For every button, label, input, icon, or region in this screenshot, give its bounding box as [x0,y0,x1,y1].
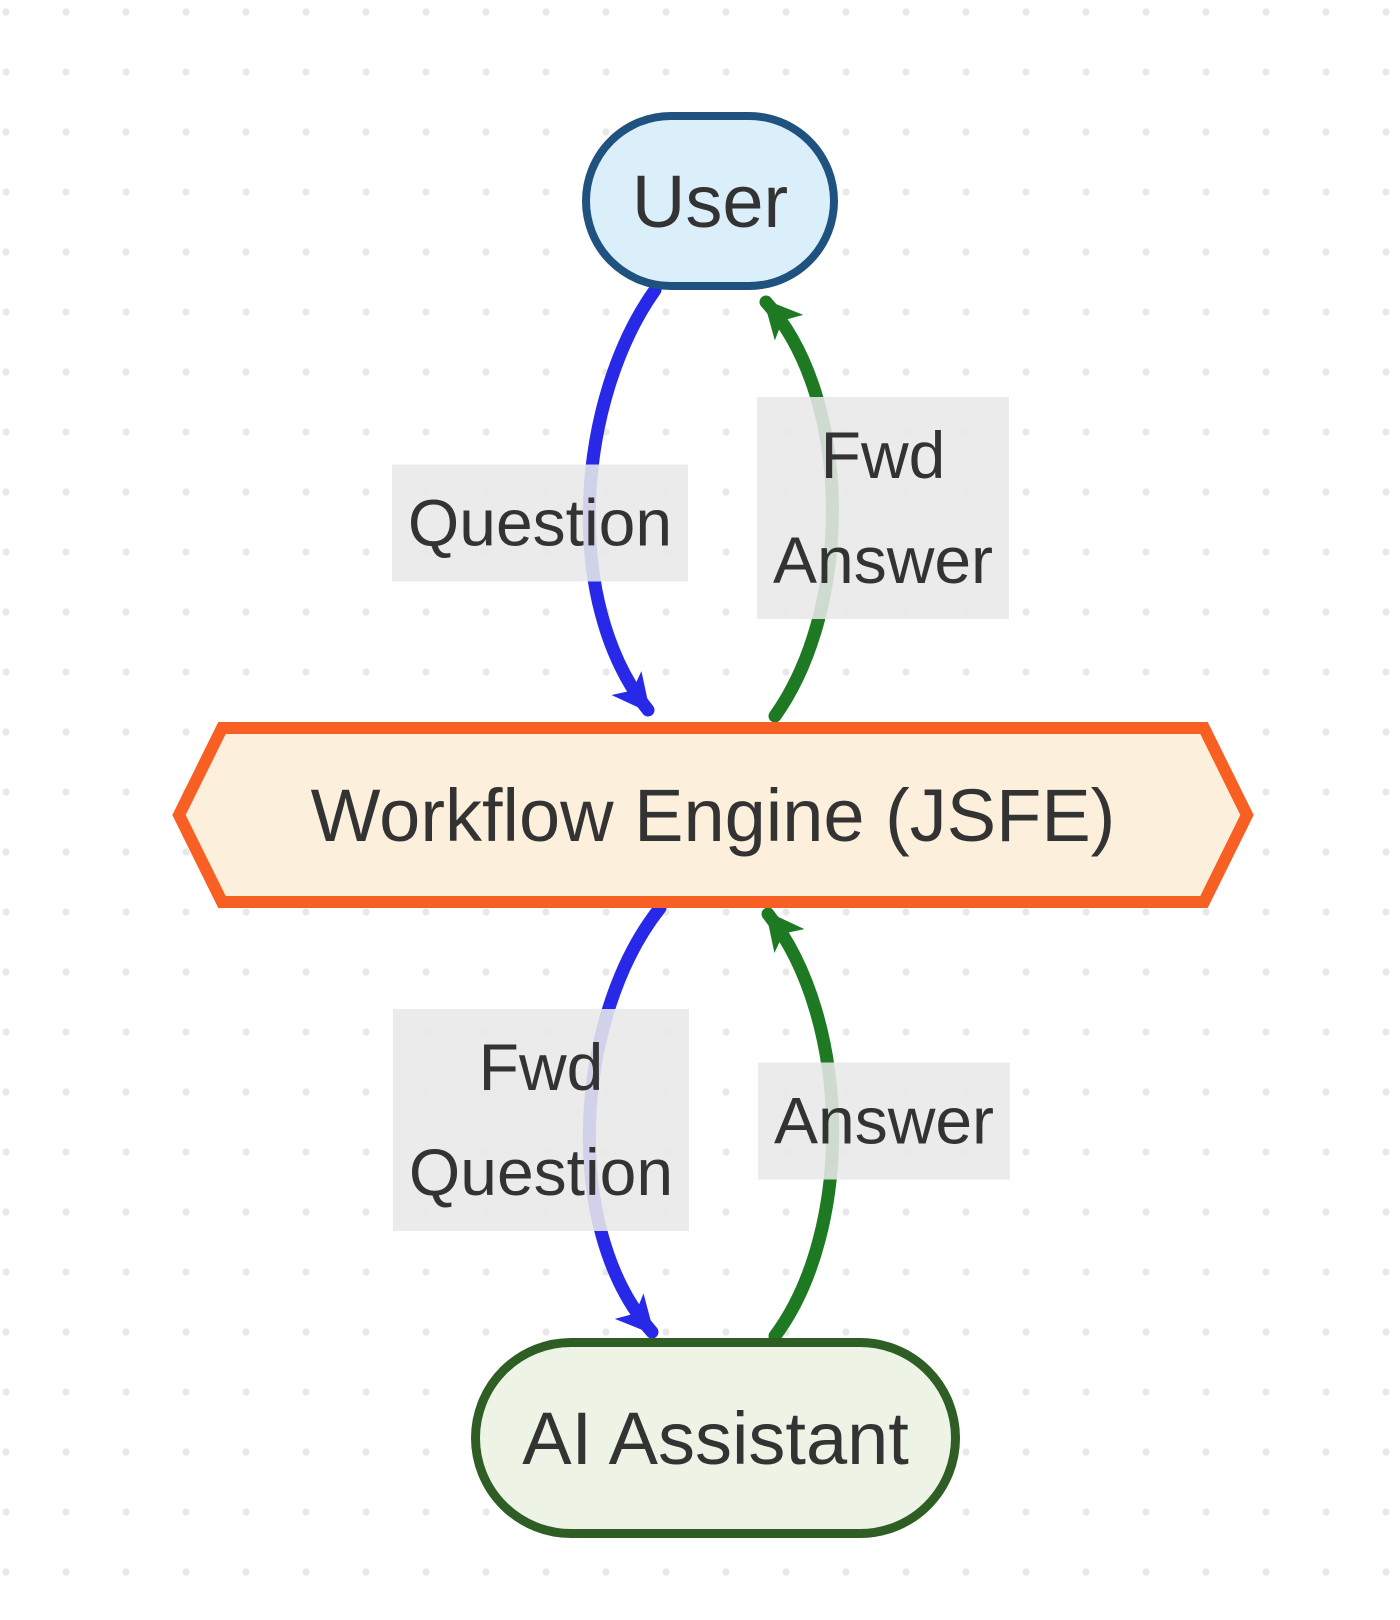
node-ai-assistant-label: AI Assistant [522,1396,909,1480]
node-user-label: User [631,159,789,243]
edge-label-fwd-answer: Fwd Answer [756,397,1010,619]
edge-label-answer: Answer [757,1062,1011,1180]
edge-label-fwd-question: Fwd Question [392,1009,690,1231]
node-ai-assistant: AI Assistant [471,1338,960,1538]
node-workflow-engine: Workflow Engine (JSFE) [173,722,1253,908]
node-workflow-engine-shape [172,722,1254,908]
edge-label-question: Question [391,464,689,582]
node-user: User [582,112,838,290]
node-workflow-engine-label: Workflow Engine (JSFE) [310,773,1116,857]
